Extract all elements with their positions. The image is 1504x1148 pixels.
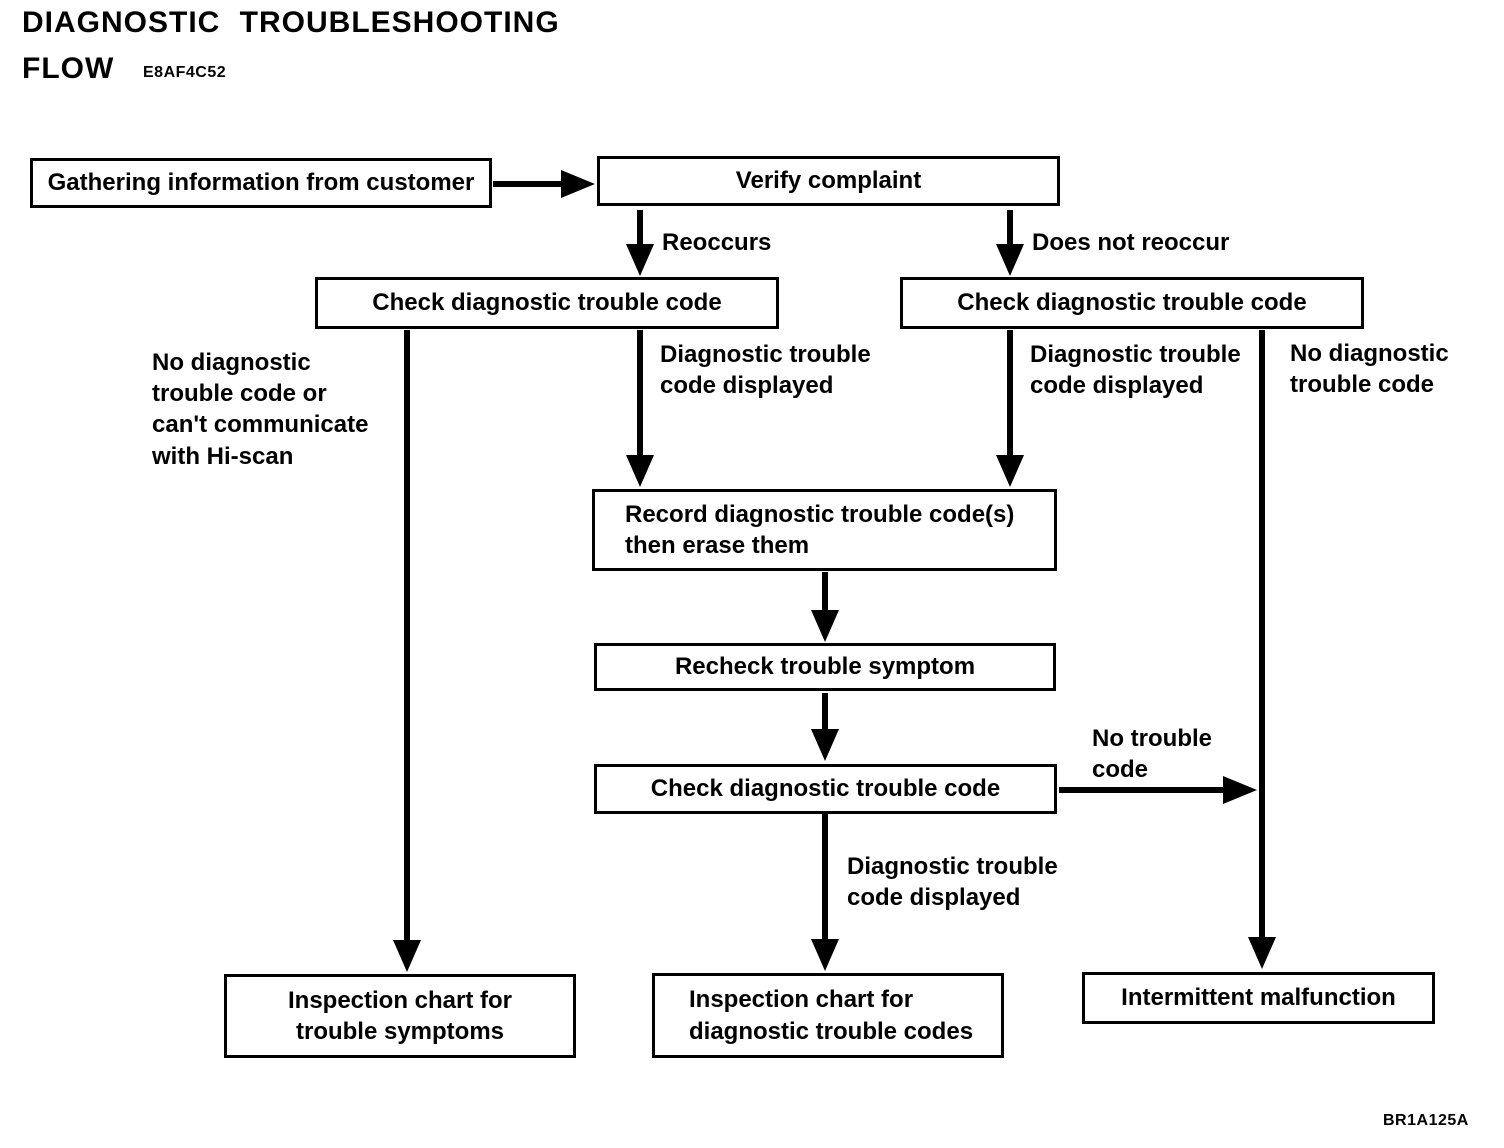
arrow-check-left-to-inspect-symptoms bbox=[393, 330, 421, 972]
edge-label-dtc-displayed-recheck: Diagnostic trouble code displayed bbox=[847, 853, 1058, 912]
arrow-verify-to-check-left bbox=[626, 210, 654, 276]
arrow-recheck-to-check-again bbox=[811, 693, 839, 761]
flow-node-recheck-symptom: Recheck trouble symptom bbox=[594, 643, 1056, 691]
figure-reference-code: BR1A125A bbox=[1383, 1112, 1469, 1129]
flow-node-check-dtc-left: Check diagnostic trouble code bbox=[315, 277, 779, 329]
arrow-check-right-to-record bbox=[996, 330, 1024, 487]
flow-node-verify-complaint: Verify complaint bbox=[597, 156, 1060, 206]
title-reference-code: E8AF4C52 bbox=[143, 64, 227, 81]
arrow-check-again-to-inspect-codes bbox=[811, 814, 839, 971]
page-title-line1: DIAGNOSTIC TROUBLESHOOTING bbox=[22, 6, 560, 39]
edge-label-dtc-displayed-left: Diagnostic trouble code displayed bbox=[660, 341, 871, 400]
flow-node-gathering-information: Gathering information from customer bbox=[30, 158, 492, 208]
flow-node-inspection-chart-codes: Inspection chart for diagnostic trouble … bbox=[652, 973, 1004, 1058]
edge-label-no-dtc: No diagnostic trouble code bbox=[1290, 340, 1449, 399]
edge-label-no-dtc-or-no-communication: No diagnostic trouble code or can't comm… bbox=[152, 349, 369, 470]
arrow-verify-to-check-right bbox=[996, 210, 1024, 276]
arrow-record-to-recheck bbox=[811, 572, 839, 642]
page-title-line2: FLOW bbox=[22, 52, 115, 85]
edge-label-does-not-reoccur: Does not reoccur bbox=[1032, 229, 1230, 256]
flow-node-record-dtc: Record diagnostic trouble code(s) then e… bbox=[592, 489, 1057, 571]
flow-node-check-dtc-again: Check diagnostic trouble code bbox=[594, 764, 1057, 814]
arrow-check-right-to-intermittent bbox=[1248, 330, 1276, 969]
edge-label-no-trouble-code: No trouble code bbox=[1092, 725, 1212, 784]
edge-label-reoccurs: Reoccurs bbox=[662, 229, 772, 256]
flow-node-intermittent-malfunction: Intermittent malfunction bbox=[1082, 972, 1435, 1024]
edge-label-dtc-displayed-right: Diagnostic trouble code displayed bbox=[1030, 341, 1241, 400]
flow-node-inspection-chart-symptoms: Inspection chart for trouble symptoms bbox=[224, 974, 576, 1058]
arrow-check-left-to-record bbox=[626, 330, 654, 487]
arrow-gathering-to-verify bbox=[493, 170, 595, 198]
flow-node-check-dtc-right: Check diagnostic trouble code bbox=[900, 277, 1364, 329]
